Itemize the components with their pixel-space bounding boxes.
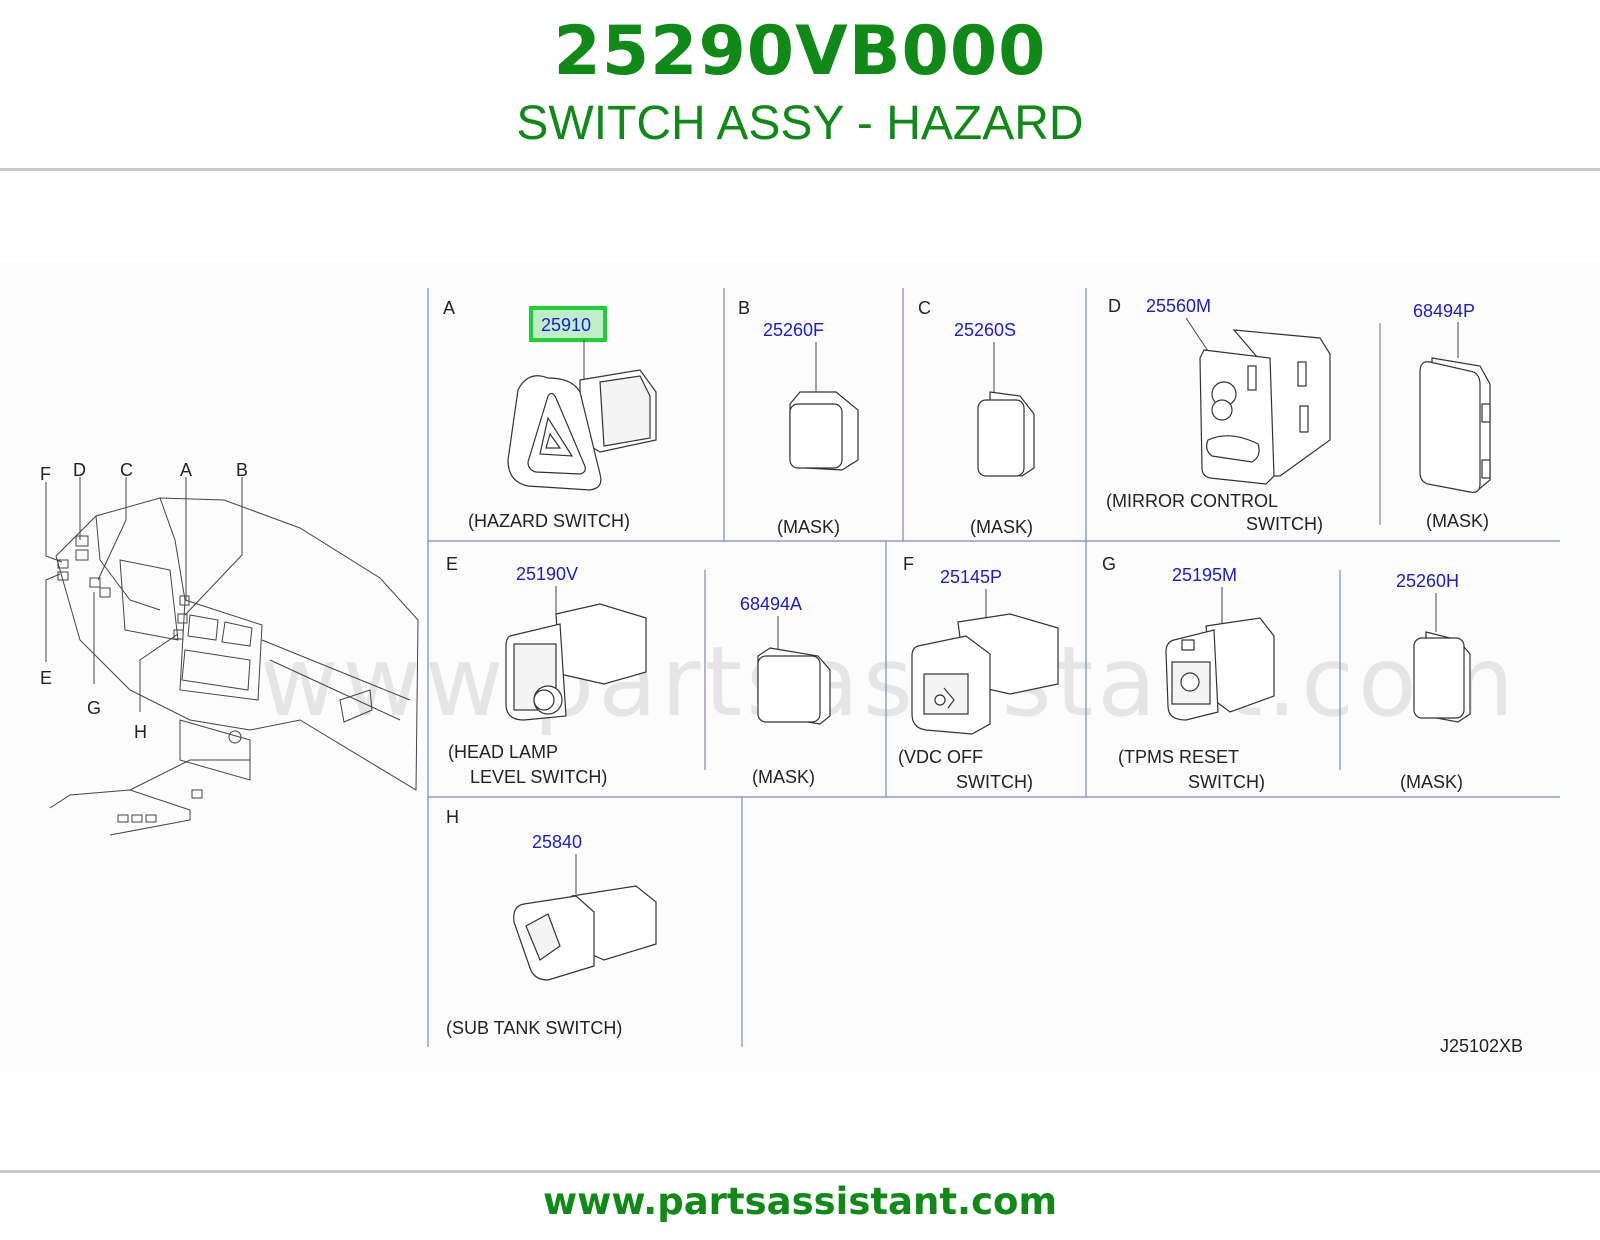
page-header: 25290VB000 SWITCH ASSY - HAZARD xyxy=(0,0,1600,168)
part-25560m-caption-1: (MIRROR CONTROL xyxy=(1106,491,1278,511)
part-25560m-number[interactable]: 25560M xyxy=(1146,296,1211,316)
section-f-letter: F xyxy=(903,554,914,574)
overview-callout-labels: F D C A B E G H xyxy=(40,460,248,742)
section-b-letter: B xyxy=(738,298,750,318)
part-25910-number[interactable]: 25910 xyxy=(541,315,591,335)
callout-g: G xyxy=(87,698,101,718)
hazard-switch-drawing xyxy=(507,369,657,491)
part-25840-caption: (SUB TANK SWITCH) xyxy=(446,1018,622,1038)
part-25260s-number[interactable]: 25260S xyxy=(954,320,1016,340)
overview-leader-lines xyxy=(45,477,243,712)
part-25145p-number[interactable]: 25145P xyxy=(940,567,1002,587)
section-b: B 25260F (MASK) xyxy=(738,298,859,537)
tpms-reset-switch-drawing xyxy=(1165,617,1275,721)
section-c: C 25260S (MASK) xyxy=(918,298,1035,537)
head-lamp-level-switch-drawing xyxy=(505,603,647,721)
section-h-letter: H xyxy=(446,807,459,827)
section-h: H 25840 (SUB TANK SWITCH) xyxy=(446,807,657,1038)
section-d-letter: D xyxy=(1108,296,1121,316)
mirror-control-switch-drawing xyxy=(1199,329,1331,485)
callout-c: C xyxy=(120,460,133,480)
callout-h: H xyxy=(134,722,147,742)
callout-a: A xyxy=(180,460,192,480)
section-g-letter: G xyxy=(1102,554,1116,574)
mask-e-drawing xyxy=(757,647,831,725)
part-68494p-caption: (MASK) xyxy=(1426,511,1489,531)
part-68494a-number[interactable]: 68494A xyxy=(740,594,802,614)
part-25910-highlight xyxy=(529,306,607,342)
section-d: D 25560M (MIRROR CONTROL SWITCH) 68494P … xyxy=(1106,296,1491,534)
part-25195m-caption-1: (TPMS RESET xyxy=(1118,747,1239,767)
callout-e: E xyxy=(40,668,52,688)
diagram-code: J25102XB xyxy=(1440,1036,1523,1056)
part-25260f-caption: (MASK) xyxy=(777,517,840,537)
section-f: F 25145P (VDC OFF SWITCH) xyxy=(898,554,1059,792)
part-25910-caption: (HAZARD SWITCH) xyxy=(468,511,630,531)
section-c-letter: C xyxy=(918,298,931,318)
part-25195m-caption-2: SWITCH) xyxy=(1188,772,1265,792)
part-25260h-number[interactable]: 25260H xyxy=(1396,571,1459,591)
dashboard-overview xyxy=(49,497,419,836)
mask-b-drawing xyxy=(789,391,859,471)
section-g: G 25195M (TPMS RESET SWITCH) 25260H (MAS… xyxy=(1102,554,1471,792)
part-68494p-number[interactable]: 68494P xyxy=(1413,301,1475,321)
part-68494a-caption: (MASK) xyxy=(752,767,815,787)
section-e-letter: E xyxy=(446,554,458,574)
part-25190v-number[interactable]: 25190V xyxy=(516,564,578,584)
mask-d-drawing xyxy=(1419,357,1491,493)
callout-d: D xyxy=(73,460,86,480)
part-25260h-caption: (MASK) xyxy=(1400,772,1463,792)
callout-b: B xyxy=(236,460,248,480)
part-25195m-number[interactable]: 25195M xyxy=(1172,565,1237,585)
section-grid xyxy=(427,288,1560,1047)
footer-divider xyxy=(0,1170,1600,1173)
part-25190v-caption-2: LEVEL SWITCH) xyxy=(470,767,607,787)
section-e: E 25190V (HEAD LAMP LEVEL SWITCH) 68494A… xyxy=(446,554,831,787)
callout-f: F xyxy=(40,464,51,484)
part-25260f-number[interactable]: 25260F xyxy=(763,320,824,340)
parts-diagram-svg: www.partsassistant.com F xyxy=(40,288,1560,1056)
part-25840-number[interactable]: 25840 xyxy=(532,832,582,852)
footer-url[interactable]: www.partsassistant.com xyxy=(542,1180,1057,1223)
part-25145p-caption-1: (VDC OFF xyxy=(898,747,983,767)
section-a-letter: A xyxy=(443,298,455,318)
part-25260s-caption: (MASK) xyxy=(970,517,1033,537)
vdc-off-switch-drawing xyxy=(911,613,1059,735)
mask-c-drawing xyxy=(977,391,1035,477)
part-25145p-caption-2: SWITCH) xyxy=(956,772,1033,792)
part-number-title: 25290VB000 xyxy=(553,12,1047,91)
watermark-text: www.partsassistant.com xyxy=(260,626,1518,738)
section-a: A 25910 (HAZARD SWITCH) xyxy=(443,298,657,531)
sub-tank-switch-drawing xyxy=(513,885,657,981)
part-name-subtitle: SWITCH ASSY - HAZARD xyxy=(516,97,1084,150)
header-divider xyxy=(0,168,1600,171)
mask-g-drawing xyxy=(1413,631,1471,723)
part-25190v-caption-1: (HEAD LAMP xyxy=(448,742,558,762)
part-25560m-caption-2: SWITCH) xyxy=(1246,514,1323,534)
parts-diagram: www.partsassistant.com F xyxy=(0,262,1600,1072)
